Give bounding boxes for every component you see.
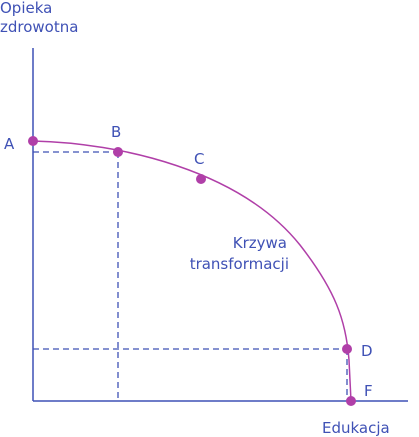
point-label-c: C [194, 150, 204, 168]
x-axis-label: Edukacja [322, 419, 390, 437]
y-axis-label-line-2: zdrowotna [0, 18, 78, 36]
curve-label-line-2: transformacji [190, 255, 289, 273]
point-d [342, 344, 352, 354]
point-label-f: F [364, 382, 373, 400]
y-axis-label-line-1: Opieka [0, 0, 52, 17]
transformation-curve [32, 140, 352, 402]
point-label-a: A [4, 135, 15, 153]
point-f [346, 396, 356, 406]
point-label-d: D [361, 342, 373, 360]
point-b [113, 147, 123, 157]
point-label-b: B [111, 123, 121, 141]
curve-label-line-1: Krzywa [233, 234, 287, 252]
point-a [28, 136, 38, 146]
point-c [196, 174, 206, 184]
